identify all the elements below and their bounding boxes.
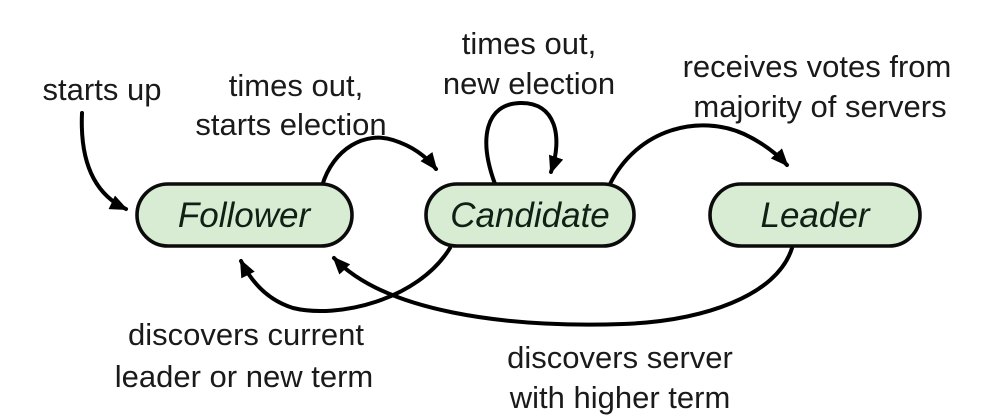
label-discovers-current-leader: discovers current leader or new term [115, 317, 373, 394]
node-candidate-label: Candidate [450, 196, 610, 235]
node-candidate: Candidate [424, 182, 636, 248]
node-follower-shape [135, 182, 354, 248]
label-discovers-higher-term: discovers server with higher term [507, 340, 733, 415]
svg-text:discovers server: discovers server [507, 340, 733, 375]
node-leader: Leader [708, 182, 922, 248]
svg-text:with higher term: with higher term [509, 380, 731, 415]
label-receives-votes: receives votes from majority of servers [683, 49, 952, 124]
edge-candidate-to-follower [239, 246, 452, 313]
svg-text:discovers current: discovers current [128, 317, 364, 352]
edge-candidate-self-loop [484, 100, 564, 186]
svg-text:times out,: times out, [229, 68, 363, 103]
label-starts-up: starts up [43, 72, 162, 107]
svg-text:leader or new term: leader or new term [115, 359, 373, 394]
node-follower-label: Follower [178, 196, 312, 235]
node-candidate-shape [424, 182, 636, 248]
label-times-out-new-election: times out, new election [443, 26, 615, 101]
svg-text:receives votes from: receives votes from [683, 49, 952, 84]
edge-follower-to-candidate [320, 135, 438, 188]
svg-text:starts election: starts election [195, 107, 386, 142]
node-leader-shape [708, 182, 922, 248]
svg-text:majority of servers: majority of servers [693, 89, 946, 124]
edge-startup-to-follower [79, 111, 129, 211]
node-leader-label: Leader [761, 196, 871, 235]
label-times-out-starts-election: times out, starts election [195, 68, 386, 142]
edge-candidate-to-leader [608, 123, 789, 186]
svg-text:new election: new election [443, 66, 615, 101]
node-follower: Follower [135, 182, 354, 248]
edge-leader-to-follower [332, 246, 794, 327]
svg-text:times out,: times out, [462, 26, 596, 61]
